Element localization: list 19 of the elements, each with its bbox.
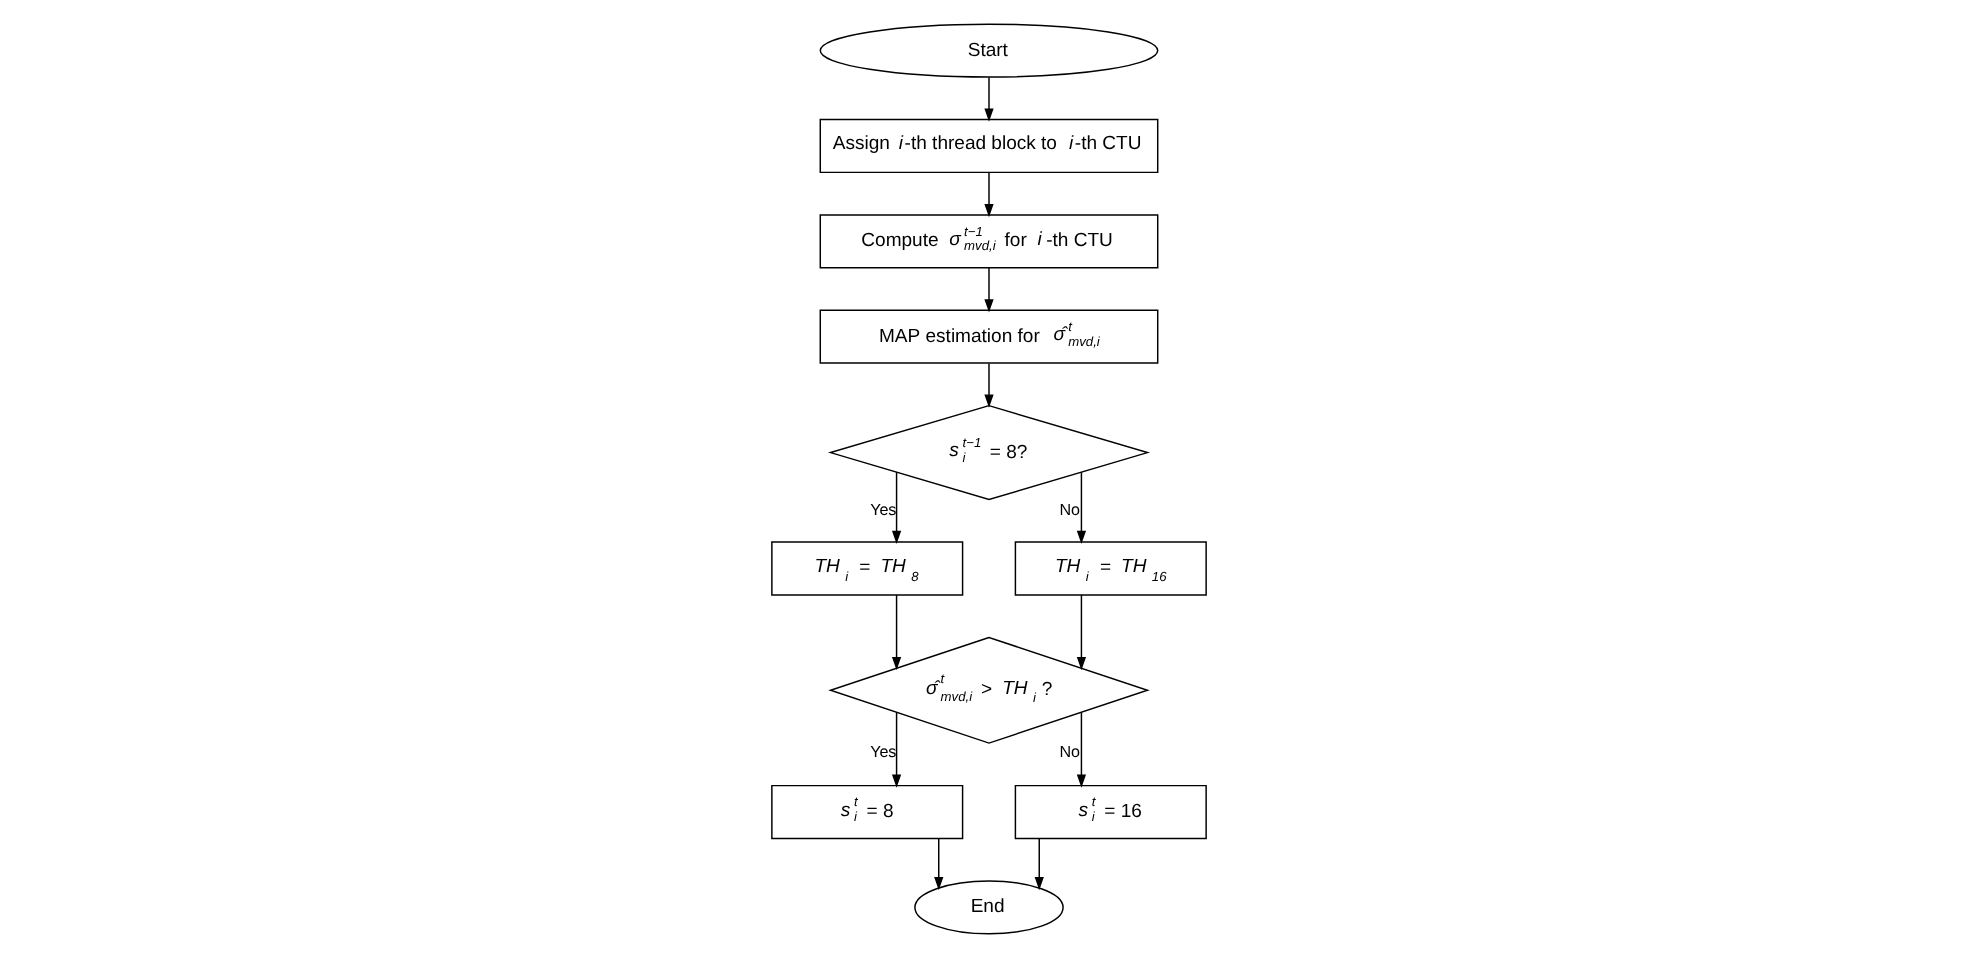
arrow (890, 470, 901, 543)
edge-label: Yes (869, 741, 896, 760)
edge-label: Yes (869, 499, 896, 518)
node-ellipse: End (913, 879, 1063, 934)
arrow (1075, 593, 1086, 670)
arrow (1075, 710, 1086, 787)
arrow (890, 710, 901, 787)
node-ellipse: Start (818, 22, 1158, 77)
arrow (1033, 836, 1043, 890)
arrow (983, 266, 993, 312)
arrow (983, 361, 993, 407)
arrow (1075, 470, 1086, 543)
arrow (983, 75, 993, 121)
edge-label: No (1058, 499, 1080, 518)
arrow (890, 593, 901, 670)
node-box: Assign i-th thread block to i-th CTU (818, 117, 1158, 173)
arrow (933, 836, 943, 890)
arrow (983, 170, 993, 217)
edge-label: No (1058, 741, 1080, 760)
